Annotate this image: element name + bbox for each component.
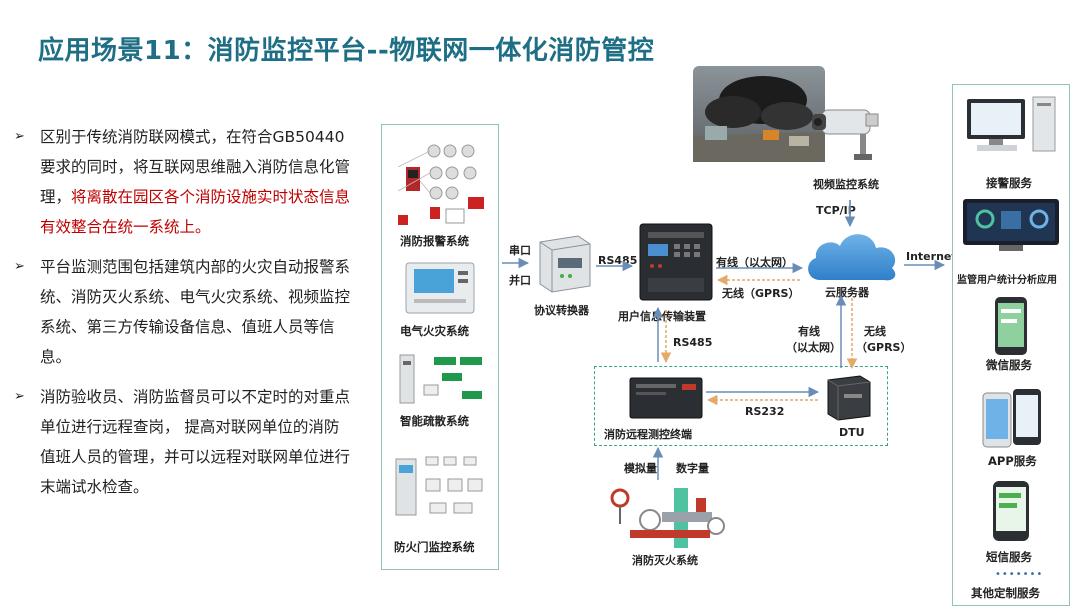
service-label-app: APP服务 <box>988 454 1037 468</box>
fire-extinguishing-system-icon <box>610 488 725 548</box>
bullet-text: 区别于传统消防联网模式，在符合GB50440要求的同时，将互联网思维融入消防信息… <box>40 128 351 206</box>
page-title: 应用场景11：消防监控平台--物联网一体化消防管控 <box>38 36 655 66</box>
dtu-device-icon <box>827 375 871 421</box>
service-label-analytics: 监管用户统计分析应用 <box>957 275 1057 286</box>
transmission-device-icon <box>639 223 713 301</box>
label-video-monitoring: 视频监控系统 <box>813 178 879 191</box>
arrow-bullet-icon: ➢ <box>14 129 25 144</box>
analytics-monitor-icon <box>963 199 1059 251</box>
system-label-evacuation: 智能疏散系统 <box>400 414 469 428</box>
bullet-text: 平台监测范围包括建筑内部的火灾自动报警系统、消防灭火系统、电气火灾系统、视频监控… <box>40 258 351 366</box>
ellipsis-dots: ••••••• <box>995 569 1044 580</box>
bullet-text: 消防验收员、消防监督员可以不定时的对重点单位进行远程查岗， 提高对联网单位的消防… <box>40 388 351 496</box>
label-protocol-converter: 协议转换器 <box>534 304 589 317</box>
label-fire-extinguishing: 消防灭火系统 <box>632 554 698 567</box>
protocol-converter-icon <box>539 235 591 293</box>
surveillance-camera-icon <box>812 109 879 160</box>
services-panel: 接警服务 监管用户统计分析应用 微信服务 APP服务 短信服务 ••••••• … <box>952 84 1070 606</box>
service-label-wechat: 微信服务 <box>986 358 1032 372</box>
bullet-highlight-text: 将离散在园区各个消防设施实时状态信息有效整合在统一系统上。 <box>40 188 351 236</box>
label-parallel-port: 并口 <box>509 274 531 287</box>
label-serial-port: 串口 <box>509 244 531 257</box>
label-wired-mid-2: （以太网） <box>786 341 841 354</box>
electrical-fire-panel-icon <box>405 262 475 314</box>
label-wired-top: 有线（以太网） <box>716 256 793 269</box>
label-digital: 数字量 <box>676 462 709 475</box>
system-label-electrical-fire: 电气火灾系统 <box>400 324 469 338</box>
arrow-bullet-icon: ➢ <box>14 259 25 274</box>
label-dtu: DTU <box>839 426 865 439</box>
evacuation-signs-icon <box>399 354 482 404</box>
bullet-item-3: ➢ 消防验收员、消防监督员可以不定时的对重点单位进行远程查岗， 提高对联网单位的… <box>14 382 352 502</box>
app-phones-icon <box>982 389 1041 448</box>
label-wireless-mid-1: 无线 <box>864 325 886 338</box>
label-tcpip: TCP/IP <box>816 204 856 217</box>
bullet-item-1: ➢ 区别于传统消防联网模式，在符合GB50440要求的同时，将互联网思维融入消防… <box>14 122 352 242</box>
fire-scene-photo <box>693 66 825 162</box>
label-remote-terminal: 消防远程测控终端 <box>604 428 692 441</box>
fire-alarm-devices-icon <box>397 144 484 225</box>
desktop-computer-icon <box>967 96 1056 152</box>
system-label-fire-door: 防火门监控系统 <box>394 540 475 554</box>
service-label-sms: 短信服务 <box>986 550 1032 564</box>
cloud-server-icon <box>808 234 896 281</box>
sms-phone-icon <box>993 481 1029 541</box>
label-wireless-top: 无线（GPRS） <box>722 287 800 300</box>
wechat-phone-icon <box>995 297 1027 355</box>
label-analog: 模拟量 <box>624 462 657 475</box>
remote-terminal-group <box>594 366 888 446</box>
bullet-item-2: ➢ 平台监测范围包括建筑内部的火灾自动报警系统、消防灭火系统、电气火灾系统、视频… <box>14 252 352 372</box>
bullet-list: ➢ 区别于传统消防联网模式，在符合GB50440要求的同时，将互联网思维融入消防… <box>14 122 352 512</box>
label-wired-mid-1: 有线 <box>798 325 820 338</box>
label-rs232: RS232 <box>745 405 785 418</box>
service-label-custom: 其他定制服务 <box>971 586 1040 600</box>
system-label-fire-alarm: 消防报警系统 <box>400 234 469 248</box>
arrow-bullet-icon: ➢ <box>14 389 25 404</box>
remote-terminal-icon <box>629 377 703 419</box>
service-label-alarm: 接警服务 <box>986 176 1032 190</box>
field-systems-panel: 消防报警系统 电气火灾系统 智能疏散系统 防火门监控系统 <box>381 124 499 570</box>
label-wireless-mid-2: （GPRS） <box>856 341 912 354</box>
fire-door-devices-icon <box>395 456 483 516</box>
label-rs485-mid: RS485 <box>673 336 713 349</box>
